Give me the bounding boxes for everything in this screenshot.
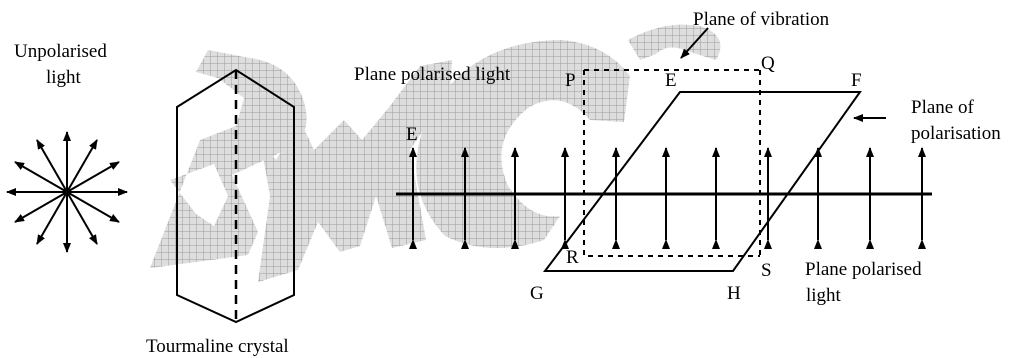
vertex-label-h: H bbox=[727, 283, 741, 304]
plane-of-polarisation-outline bbox=[542, 91, 862, 272]
plane-polarised-light-label-top: Plane polarised light bbox=[354, 64, 511, 85]
vertex-label-g: G bbox=[530, 283, 544, 304]
watermark-letter-m bbox=[258, 60, 452, 282]
vertex-label-e-top: E bbox=[665, 70, 677, 91]
unpolarised-ray bbox=[14, 161, 68, 193]
unpolarised-ray bbox=[66, 161, 120, 193]
unpolarised-light-star bbox=[6, 131, 128, 253]
vibration-arrows bbox=[409, 147, 926, 249]
plane-of-polarisation-label-line2: polarisation bbox=[911, 123, 1001, 144]
plane-of-vibration-label: Plane of vibration bbox=[693, 9, 830, 30]
watermark-letter-c bbox=[416, 40, 630, 249]
watermark-letter-p bbox=[150, 50, 307, 268]
vertex-label-r: R bbox=[566, 247, 579, 268]
unpolarised-label-line1: Unpolarised bbox=[14, 41, 107, 62]
vertex-label-f: F bbox=[851, 70, 862, 91]
watermark bbox=[150, 24, 721, 282]
vertex-label-e-left: E bbox=[406, 124, 418, 145]
unpolarised-ray bbox=[66, 191, 120, 223]
unpolarised-ray bbox=[66, 139, 98, 193]
tourmaline-crystal bbox=[176, 68, 295, 324]
plane-polarised-light-label-bottom-line2: light bbox=[806, 285, 842, 306]
plane-of-vibration-pointer bbox=[680, 27, 709, 59]
unpolarised-ray bbox=[66, 191, 98, 245]
tourmaline-crystal-label: Tourmaline crystal bbox=[146, 336, 289, 357]
unpolarised-label-line2: light bbox=[46, 67, 82, 88]
unpolarised-ray bbox=[36, 139, 68, 193]
plane-of-vibration-outline bbox=[583, 69, 761, 257]
unpolarised-ray bbox=[14, 191, 68, 223]
vertex-label-q: Q bbox=[761, 53, 775, 74]
vertex-label-s: S bbox=[761, 260, 772, 281]
unpolarised-ray bbox=[36, 191, 68, 245]
plane-of-polarisation-label-line1: Plane of bbox=[911, 97, 974, 118]
watermark-letter-s bbox=[628, 24, 721, 60]
vertex-label-p: P bbox=[565, 70, 576, 91]
plane-polarised-light-label-bottom-line1: Plane polarised bbox=[805, 259, 922, 280]
